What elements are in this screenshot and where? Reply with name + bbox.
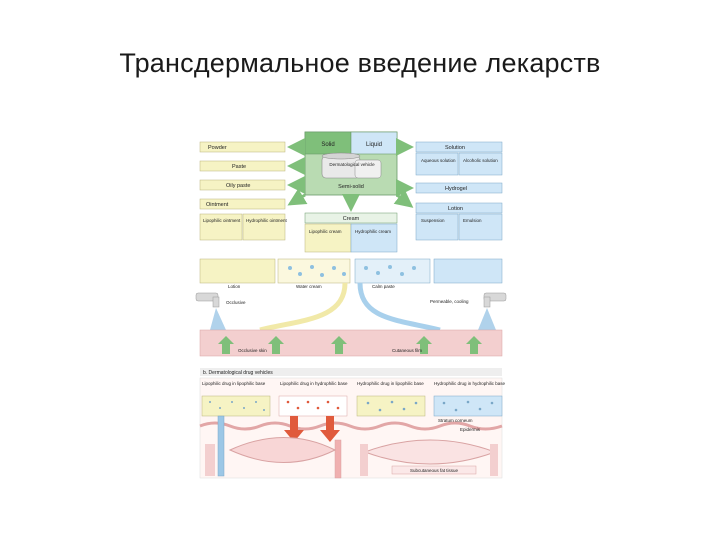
liquid-label: Liquid [366, 142, 382, 148]
red-arrows [284, 416, 340, 442]
faucet-left-icon [195, 292, 226, 330]
left-box-4: Ointment [206, 202, 229, 208]
droplets [288, 265, 416, 277]
green-arrows [287, 138, 414, 212]
left-sub-1: Lipophilic ointment [203, 218, 241, 223]
skin-band [199, 329, 503, 357]
mid-label-1: Lotion [228, 284, 241, 289]
cream-box [304, 212, 398, 224]
right-sub-sol-2: Alcoholic solution [463, 158, 498, 163]
mid-label-3: Calm paste [372, 284, 395, 289]
col-2: Lipophilic drug in hydrophilic base [280, 381, 348, 386]
col-1: Lipophilic drug in lipophilic base [202, 381, 266, 386]
right-sub-lot-1: Suspension [421, 218, 445, 223]
right-boxes [415, 141, 503, 241]
right-sub-sol-1: Aqueous solution [421, 158, 456, 163]
jar-icon [321, 152, 382, 179]
left-sub-2: Hydrophilic ointment [246, 218, 288, 223]
label-epidermis: Epidermis [460, 427, 481, 432]
lens-left [228, 437, 337, 463]
col-3: Hydrophilic drug in lipophilic base [357, 381, 424, 386]
slide-title: Трансдермальное введение лекарств [119, 48, 601, 78]
faucet-right-icon [478, 292, 507, 330]
middle-band: Lotion Water cream Calm paste Occlusive … [195, 258, 507, 357]
section-b: b. Dermatological drug vehicles Lipophil… [199, 368, 506, 479]
left-box-1: Powder [208, 145, 227, 151]
right-box-1: Solution [445, 145, 465, 151]
mid-label-5: Permeable, cooling [430, 299, 469, 304]
stratum-line [199, 421, 503, 431]
bottle-label: Dermatological vehicle [329, 162, 375, 167]
cream-sub-left [304, 223, 352, 253]
up-arrows [218, 336, 482, 354]
cream-sub-right [350, 223, 398, 253]
col-4: Hydrophilic drug in hydrophilic base [434, 381, 506, 386]
right-box-3: Lotion [448, 206, 463, 212]
cream-label: Cream [343, 216, 360, 222]
label-subcutaneous: Subcutaneous fat tissue [410, 468, 459, 473]
mid-label-7: Occlusive skin [238, 348, 267, 353]
top-classification: Solid Liquid Dermatological vehicle Semi… [199, 131, 503, 253]
left-box-3: Oily paste [226, 183, 250, 189]
mid-label-4: Occlusive [226, 300, 246, 305]
drug-dots [209, 400, 494, 412]
mid-label-8: Cutaneous film [392, 348, 422, 353]
mid-label-2: Water cream [296, 284, 322, 289]
subcutaneous-box [391, 465, 477, 475]
right-box-2: Hydrogel [445, 186, 467, 192]
cream-sub-2: Hydrophilic cream [355, 229, 391, 234]
cream-sub-1: Lipophilic cream [309, 229, 342, 234]
section-b-header: b. Dermatological drug vehicles [203, 370, 273, 376]
left-box-2: Paste [232, 164, 246, 170]
semisolid-label: Semi-solid [338, 184, 364, 190]
label-stratum: Stratum corneum [438, 418, 473, 423]
left-boxes [199, 141, 286, 241]
solid-label: Solid [321, 142, 334, 148]
right-sub-lot-2: Emulsion [463, 218, 482, 223]
